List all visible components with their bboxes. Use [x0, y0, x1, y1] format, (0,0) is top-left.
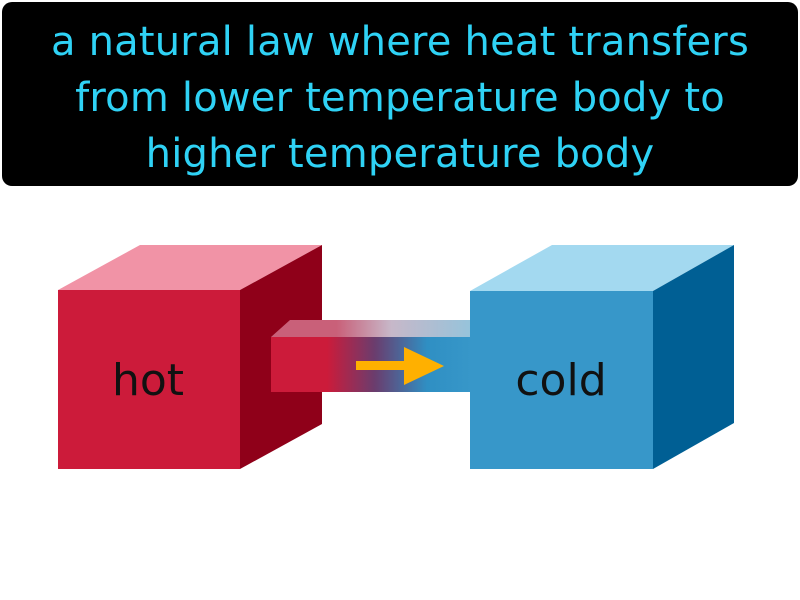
cold-cube-top: [470, 245, 734, 291]
hot-label: hot: [112, 355, 184, 406]
caption-box: a natural law where heat transfers from …: [2, 2, 798, 186]
cold-cube-front: [470, 291, 653, 469]
hot-cube-front: [58, 290, 240, 469]
cold-cube: [470, 245, 734, 469]
cold-cube-side: [653, 245, 734, 469]
right-arrow-icon: [356, 347, 444, 385]
hot-cube-top: [58, 245, 322, 290]
cold-label: cold: [515, 355, 606, 406]
connector-top: [271, 320, 490, 337]
caption-text: a natural law where heat transfers from …: [50, 19, 749, 177]
connector-bar: [271, 320, 490, 392]
